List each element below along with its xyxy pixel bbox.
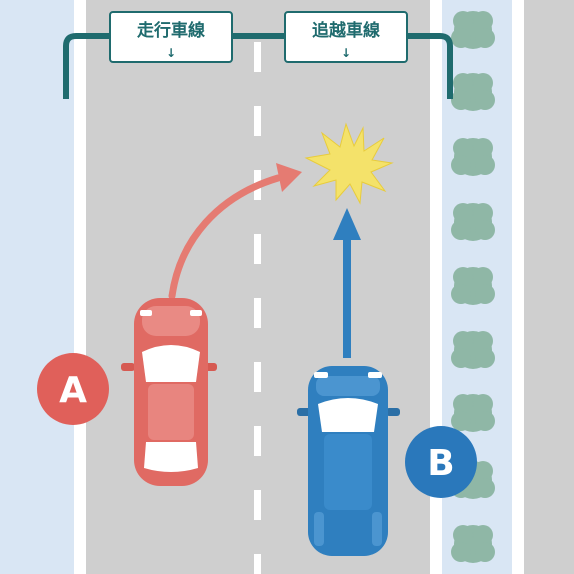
shrub-icon xyxy=(451,331,495,369)
passing-lane-sign: 追越車線 ↓ xyxy=(284,11,408,63)
collision-burst-icon xyxy=(304,122,394,205)
shrub-icon xyxy=(451,267,495,305)
car-b-straight-arrow xyxy=(333,208,361,358)
shrub-icon xyxy=(451,73,495,111)
car-a-badge-label: A xyxy=(59,370,87,411)
car-a-roof xyxy=(148,384,194,440)
cruising-lane-arrow: ↓ xyxy=(166,46,176,60)
car-a-badge: A xyxy=(37,353,109,425)
cruising-lane-sign: 走行車線 ↓ xyxy=(109,11,233,63)
car-b-badge: B xyxy=(405,426,477,498)
shrub-icon xyxy=(451,203,495,241)
shrub-row xyxy=(451,11,495,563)
car-b-roof xyxy=(324,434,372,510)
shrub-icon xyxy=(451,138,495,176)
car-a-lane-change-arrow xyxy=(168,163,302,300)
shrub-icon xyxy=(451,525,495,563)
car-a-windshield xyxy=(142,345,200,382)
right-margin-white xyxy=(512,0,524,574)
car-a xyxy=(121,298,217,486)
left-shoulder xyxy=(0,0,74,574)
left-edge-line xyxy=(74,0,86,574)
passing-lane-label: 追越車線 xyxy=(312,20,380,41)
passing-lane-arrow: ↓ xyxy=(341,46,351,60)
car-a-rear-window xyxy=(144,442,198,472)
shrub-icon xyxy=(451,11,495,49)
car-b-windshield xyxy=(318,398,378,432)
car-b-badge-label: B xyxy=(427,443,454,484)
shrub-icon xyxy=(451,394,495,432)
car-b xyxy=(297,366,400,556)
lane-divider xyxy=(254,42,261,574)
cruising-lane-label: 走行車線 xyxy=(137,20,205,41)
overhead-sign-frame xyxy=(63,33,453,99)
far-right-strip xyxy=(524,0,574,574)
